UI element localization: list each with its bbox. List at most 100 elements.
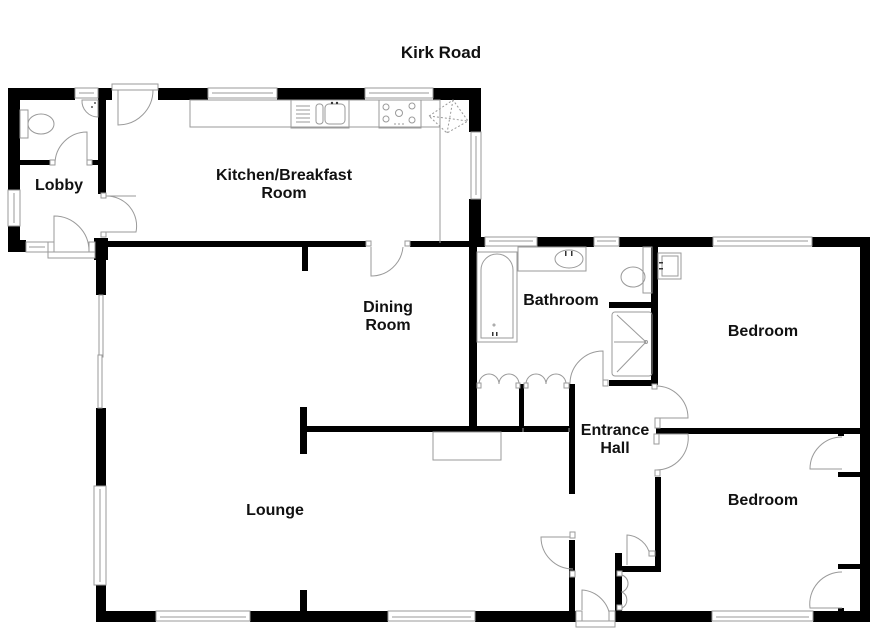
- room-label-dining-line2: Room: [365, 317, 410, 334]
- door-lobby-kitchen: [100, 192, 138, 238]
- kitchen-boiler-icon: [428, 99, 469, 134]
- doors: [47, 83, 843, 628]
- window-lounge-bottom-a: [155, 610, 251, 622]
- wall-kitchen-dining-right: [410, 241, 482, 247]
- cupboard-divider-lines: [522, 428, 570, 432]
- wc-basin-icon: [81, 99, 99, 118]
- windows: [7, 87, 814, 622]
- fixtures: [19, 99, 682, 461]
- bath-toilet-icon: [620, 246, 653, 294]
- door-bathroom: [569, 350, 609, 387]
- wall-lounge-left-a: [96, 245, 106, 295]
- door-kitchen-dining: [365, 240, 411, 277]
- kitchen-hob-icon: [378, 99, 422, 129]
- wall-wc-lobby-right: [92, 160, 102, 165]
- shower-tray-icon: [611, 311, 653, 377]
- room-label-dining-line1: Dining: [363, 299, 413, 316]
- wall-kitchen-top-a: [158, 88, 208, 100]
- door-cupboard-2: [523, 373, 570, 389]
- door-lobby-external: [47, 215, 96, 259]
- wall-bath-top-a: [469, 237, 485, 247]
- bedroom-basin-icon: [657, 252, 682, 280]
- window-lounge-left-patio: [97, 294, 104, 409]
- window-bath-top-b: [593, 236, 620, 247]
- wall-lounge-bottom-a: [96, 611, 156, 622]
- wall-hall-left-lower: [569, 540, 575, 622]
- wall-kitchen-right-lower: [469, 199, 481, 245]
- wall-bath-top-c: [619, 237, 713, 247]
- wall-wardrobe-jamb-b: [838, 608, 844, 612]
- window-bedroom2-bottom: [711, 610, 814, 622]
- wall-wardrobe-stub-a: [838, 472, 868, 477]
- door-front: [575, 589, 616, 628]
- wall-bedroom-top: [812, 237, 868, 247]
- room-label-lounge: Lounge: [246, 502, 304, 519]
- window-kitchen-top-b: [364, 87, 434, 99]
- wc-toilet-icon: [19, 109, 55, 139]
- wall-kitchen-dining-left: [104, 241, 366, 247]
- wall-wc-top-left: [8, 88, 75, 100]
- hearth-icon: [432, 431, 502, 461]
- window-lounge-bottom-b: [387, 610, 476, 622]
- wall-lounge-bottom-b: [250, 611, 388, 622]
- room-labels: Lobby Kitchen/Breakfast Room Dining Room…: [35, 167, 798, 519]
- wall-bedroom2-bottom-a: [615, 611, 712, 622]
- window-lobby-bottom: [25, 241, 49, 253]
- wall-cupboard-top: [617, 566, 661, 572]
- window-wc-top: [74, 87, 99, 99]
- window-lobby-left: [7, 189, 21, 227]
- room-label-kitchen-line1: Kitchen/Breakfast: [216, 167, 353, 184]
- wall-lounge-left-b: [96, 408, 106, 486]
- window-kitchen-right: [470, 131, 482, 200]
- walls: [8, 88, 870, 622]
- door-bedroom1: [651, 383, 689, 429]
- wall-bedroom2-bottom-b: [813, 611, 870, 622]
- room-label-entrance-line2: Hall: [600, 440, 629, 457]
- door-cupboard-1: [476, 373, 521, 389]
- room-label-kitchen-line2: Room: [261, 185, 306, 202]
- wall-bath-bedroom: [651, 247, 658, 385]
- window-lounge-left: [93, 485, 107, 586]
- wall-lounge-top: [303, 426, 575, 432]
- wall-lobby-bottom-left: [8, 240, 26, 252]
- wall-shower-bottom: [609, 380, 657, 386]
- window-kitchen-top-a: [207, 87, 278, 99]
- door-wardrobe-a: [809, 436, 843, 470]
- wall-dining-bath: [469, 237, 477, 430]
- door-wardrobe-b: [809, 571, 843, 609]
- wall-shower-top: [609, 302, 657, 308]
- wall-lobby-left-upper: [8, 88, 20, 190]
- wall-bedrooms-divider: [656, 428, 868, 434]
- wall-hall-bedroom2: [655, 477, 661, 571]
- wall-cupboard-partition-a: [519, 384, 524, 430]
- street-label: Kirk Road: [401, 43, 481, 62]
- wall-lounge-bottom-c: [475, 611, 578, 622]
- wall-lobby-kitchen-upper: [98, 88, 106, 194]
- wall-hall-left-upper: [569, 384, 575, 494]
- bath-tub-icon: [476, 251, 518, 343]
- wall-lounge-left-c: [96, 585, 106, 622]
- wall-kitchen-top-b: [277, 88, 365, 100]
- door-wc: [49, 131, 93, 166]
- window-bath-top-a: [484, 236, 538, 247]
- bath-basin-icon: [517, 246, 587, 272]
- window-bedroom1-top: [712, 236, 813, 247]
- wall-kitchen-right-upper: [469, 88, 481, 132]
- kitchen-drainer-icon: [290, 99, 350, 129]
- door-lounge-hall: [540, 531, 576, 578]
- room-label-lobby: Lobby: [35, 177, 83, 194]
- room-label-entrance-line1: Entrance: [581, 422, 650, 439]
- wall-cupboard-left: [615, 553, 622, 622]
- room-label-bedroom-1: Bedroom: [728, 323, 798, 340]
- room-label-bathroom: Bathroom: [523, 292, 599, 309]
- wall-wardrobe-jamb-a: [838, 432, 844, 436]
- door-kitchen-back: [111, 83, 159, 126]
- door-bedroom2-cupboard: [616, 570, 629, 611]
- wall-bath-top-b: [537, 237, 594, 247]
- wall-wardrobe-stub-b: [838, 564, 868, 569]
- wall-pier-top: [302, 245, 308, 271]
- door-bedroom2: [653, 433, 689, 477]
- room-label-bedroom-2: Bedroom: [728, 492, 798, 509]
- wall-wc-lobby-left: [20, 160, 50, 165]
